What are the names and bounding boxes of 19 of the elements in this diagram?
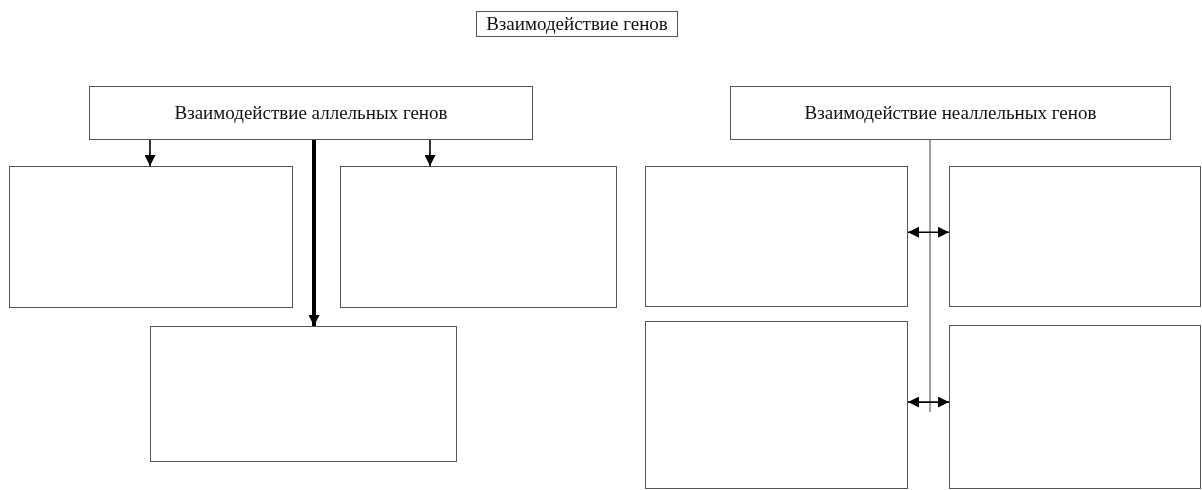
empty-box <box>645 321 908 489</box>
heading-box <box>476 11 678 37</box>
arrow <box>907 396 950 408</box>
empty-box <box>645 166 908 307</box>
arrow <box>907 226 950 238</box>
connector-line <box>929 139 931 413</box>
empty-box <box>949 166 1201 307</box>
box-label: Взаимодействие аллельных генов <box>174 102 448 124</box>
box-label: Взаимодействие неаллельных генов <box>804 102 1097 124</box>
empty-box <box>9 166 293 308</box>
empty-box <box>949 325 1201 489</box>
empty-box <box>150 326 457 462</box>
heading-box <box>730 86 1171 140</box>
arrow <box>144 139 156 167</box>
empty-box <box>340 166 617 308</box>
box-label: Взаимодействие генов <box>486 13 668 35</box>
heading-box <box>89 86 533 140</box>
arrow <box>308 140 320 326</box>
arrow <box>424 139 436 167</box>
